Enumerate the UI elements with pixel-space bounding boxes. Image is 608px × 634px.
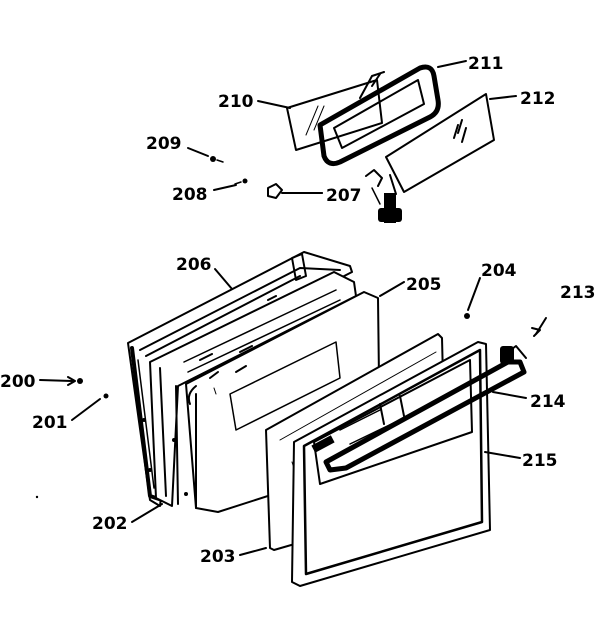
label-209: 209: [146, 134, 182, 154]
label-214: 214: [530, 392, 566, 412]
label-215: 215: [522, 451, 558, 471]
label-211: 211: [468, 54, 504, 74]
label-207: 207: [326, 186, 362, 206]
label-213: 213: [560, 283, 596, 303]
part-200-screw: [77, 378, 83, 384]
part-201-screw: [103, 393, 109, 399]
part-214-handle: [323, 345, 527, 473]
part-209-screw: [210, 156, 224, 163]
label-205: 205: [406, 275, 442, 295]
part-labels: 210 211 212 209 208 207 206 205 204 213 …: [0, 54, 596, 567]
label-200: 200: [0, 372, 36, 392]
part-206-insulation-panel: [149, 271, 357, 507]
label-201: 201: [32, 413, 68, 433]
part-211-window-frame: [317, 64, 441, 166]
label-206: 206: [176, 255, 212, 275]
part-212-outer-glass: [385, 93, 495, 193]
label-204: 204: [481, 261, 517, 281]
label-202: 202: [92, 514, 128, 534]
label-203: 203: [200, 547, 236, 567]
part-204-screw: [464, 313, 470, 319]
leader-lines: [39, 60, 547, 556]
part-215-outer-door: [291, 341, 491, 587]
label-212: 212: [520, 89, 556, 109]
label-208: 208: [172, 185, 208, 205]
label-210: 210: [218, 92, 254, 112]
part-208-screw: [234, 178, 248, 185]
